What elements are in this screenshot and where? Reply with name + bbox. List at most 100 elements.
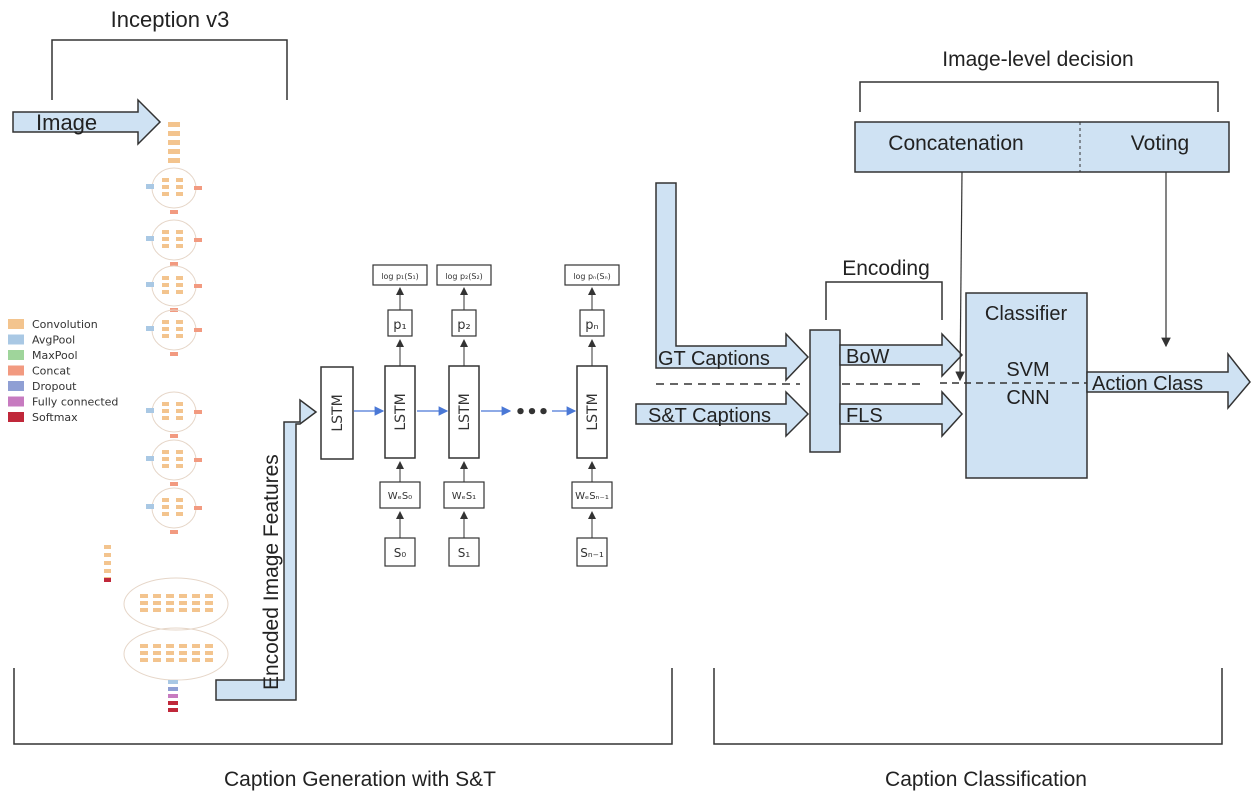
conv-layer	[162, 192, 169, 196]
conv-layer	[166, 608, 174, 612]
pool-layer	[146, 326, 154, 331]
pool-layer	[146, 408, 154, 413]
legend-swatch	[8, 365, 24, 376]
concat-layer	[194, 328, 202, 332]
conv-layer	[205, 644, 213, 648]
aux-layer	[104, 561, 111, 565]
lstm-cell-label: LSTM	[457, 393, 473, 430]
concat-layer	[194, 410, 202, 414]
legend-swatch	[8, 350, 24, 360]
aux-layer	[104, 553, 111, 557]
concat-layer	[170, 210, 178, 214]
concat-layer	[194, 506, 202, 510]
concatenation-label: Concatenation	[888, 132, 1023, 155]
encoding-bracket	[825, 281, 943, 320]
legend-label: Dropout	[32, 380, 77, 393]
voting-label: Voting	[1131, 132, 1189, 155]
conv-layer	[205, 594, 213, 598]
conv-layer	[179, 651, 187, 655]
pool-layer	[146, 456, 154, 461]
log-prob-box	[436, 264, 492, 286]
conv-layer	[153, 594, 161, 598]
conv-layer	[176, 512, 183, 516]
aux-layer	[104, 569, 111, 573]
conv-layer	[140, 644, 148, 648]
word-label: S₁	[458, 546, 471, 560]
word-box	[384, 537, 416, 567]
classifier-title: Classifier	[985, 303, 1068, 325]
encoder-block	[809, 329, 841, 453]
concat-layer	[194, 186, 202, 190]
embed-box	[379, 481, 421, 509]
legend-label: Convolution	[32, 318, 98, 331]
conv-layer	[162, 290, 169, 294]
conv-layer	[176, 416, 183, 420]
legend-swatch	[8, 381, 24, 391]
inception-module	[151, 487, 197, 529]
conv-layer	[192, 658, 200, 662]
classifier-svm: SVM	[1006, 359, 1049, 381]
conv-layer	[140, 601, 148, 605]
legend: ConvolutionAvgPoolMaxPoolConcatDropoutFu…	[8, 318, 118, 424]
legend-label: Fully connected	[32, 396, 118, 409]
conv-layer	[176, 290, 183, 294]
conv-layer	[192, 601, 200, 605]
classifier-box: Classifier SVM CNN	[940, 292, 1088, 479]
lstm-cell-label: LSTM	[393, 393, 409, 430]
conv-layer	[166, 651, 174, 655]
bow-label: BoW	[846, 346, 889, 368]
inception-network	[104, 122, 229, 712]
conv-layer	[162, 178, 169, 182]
conv-layer	[162, 464, 169, 468]
inception-module-wide	[123, 577, 229, 631]
legend-swatch	[8, 334, 24, 345]
stem-layer	[168, 158, 180, 163]
legend-swatch	[8, 412, 24, 422]
conv-layer	[162, 416, 169, 420]
conv-layer	[176, 178, 183, 182]
conv-layer	[140, 658, 148, 662]
conv-layer	[153, 608, 161, 612]
conv-layer	[162, 276, 169, 280]
caption-generation-bracket	[13, 668, 673, 745]
conv-layer	[176, 192, 183, 196]
log-prob-box	[564, 264, 620, 286]
legend-label: AvgPool	[32, 334, 75, 347]
gt-captions-label: GT Captions	[658, 348, 770, 370]
conv-layer	[166, 658, 174, 662]
inception-module	[151, 265, 197, 307]
head-layer	[168, 708, 178, 712]
conv-layer	[176, 402, 183, 406]
inception-module	[151, 167, 197, 209]
conv-layer	[192, 651, 200, 655]
conv-layer	[140, 651, 148, 655]
fusion-box: Concatenation Voting	[854, 121, 1230, 173]
conv-layer	[153, 601, 161, 605]
conv-layer	[176, 498, 183, 502]
fls-arrow: FLS	[839, 390, 964, 438]
conv-layer	[179, 608, 187, 612]
conv-layer	[140, 608, 148, 612]
conv-layer	[205, 658, 213, 662]
image-label: Image	[36, 110, 97, 135]
concat-layer	[194, 458, 202, 462]
conv-layer	[162, 230, 169, 234]
aux-softmax	[104, 578, 111, 582]
conv-layer	[162, 505, 169, 509]
lstm-cell	[448, 365, 480, 459]
conv-layer	[192, 644, 200, 648]
embed-label: WₑS₁	[452, 491, 476, 502]
conv-layer	[176, 244, 183, 248]
conv-layer	[179, 644, 187, 648]
conv-layer	[176, 505, 183, 509]
conv-layer	[176, 327, 183, 331]
lstm-cell	[576, 365, 608, 459]
conv-layer	[162, 244, 169, 248]
conv-layer	[176, 334, 183, 338]
conv-layer	[140, 594, 148, 598]
conv-layer	[162, 283, 169, 287]
encoding-title: Encoding	[842, 257, 930, 280]
conv-layer	[162, 450, 169, 454]
log-prob-label: log p₁(S₁)	[381, 272, 419, 281]
embed-box	[571, 481, 613, 509]
